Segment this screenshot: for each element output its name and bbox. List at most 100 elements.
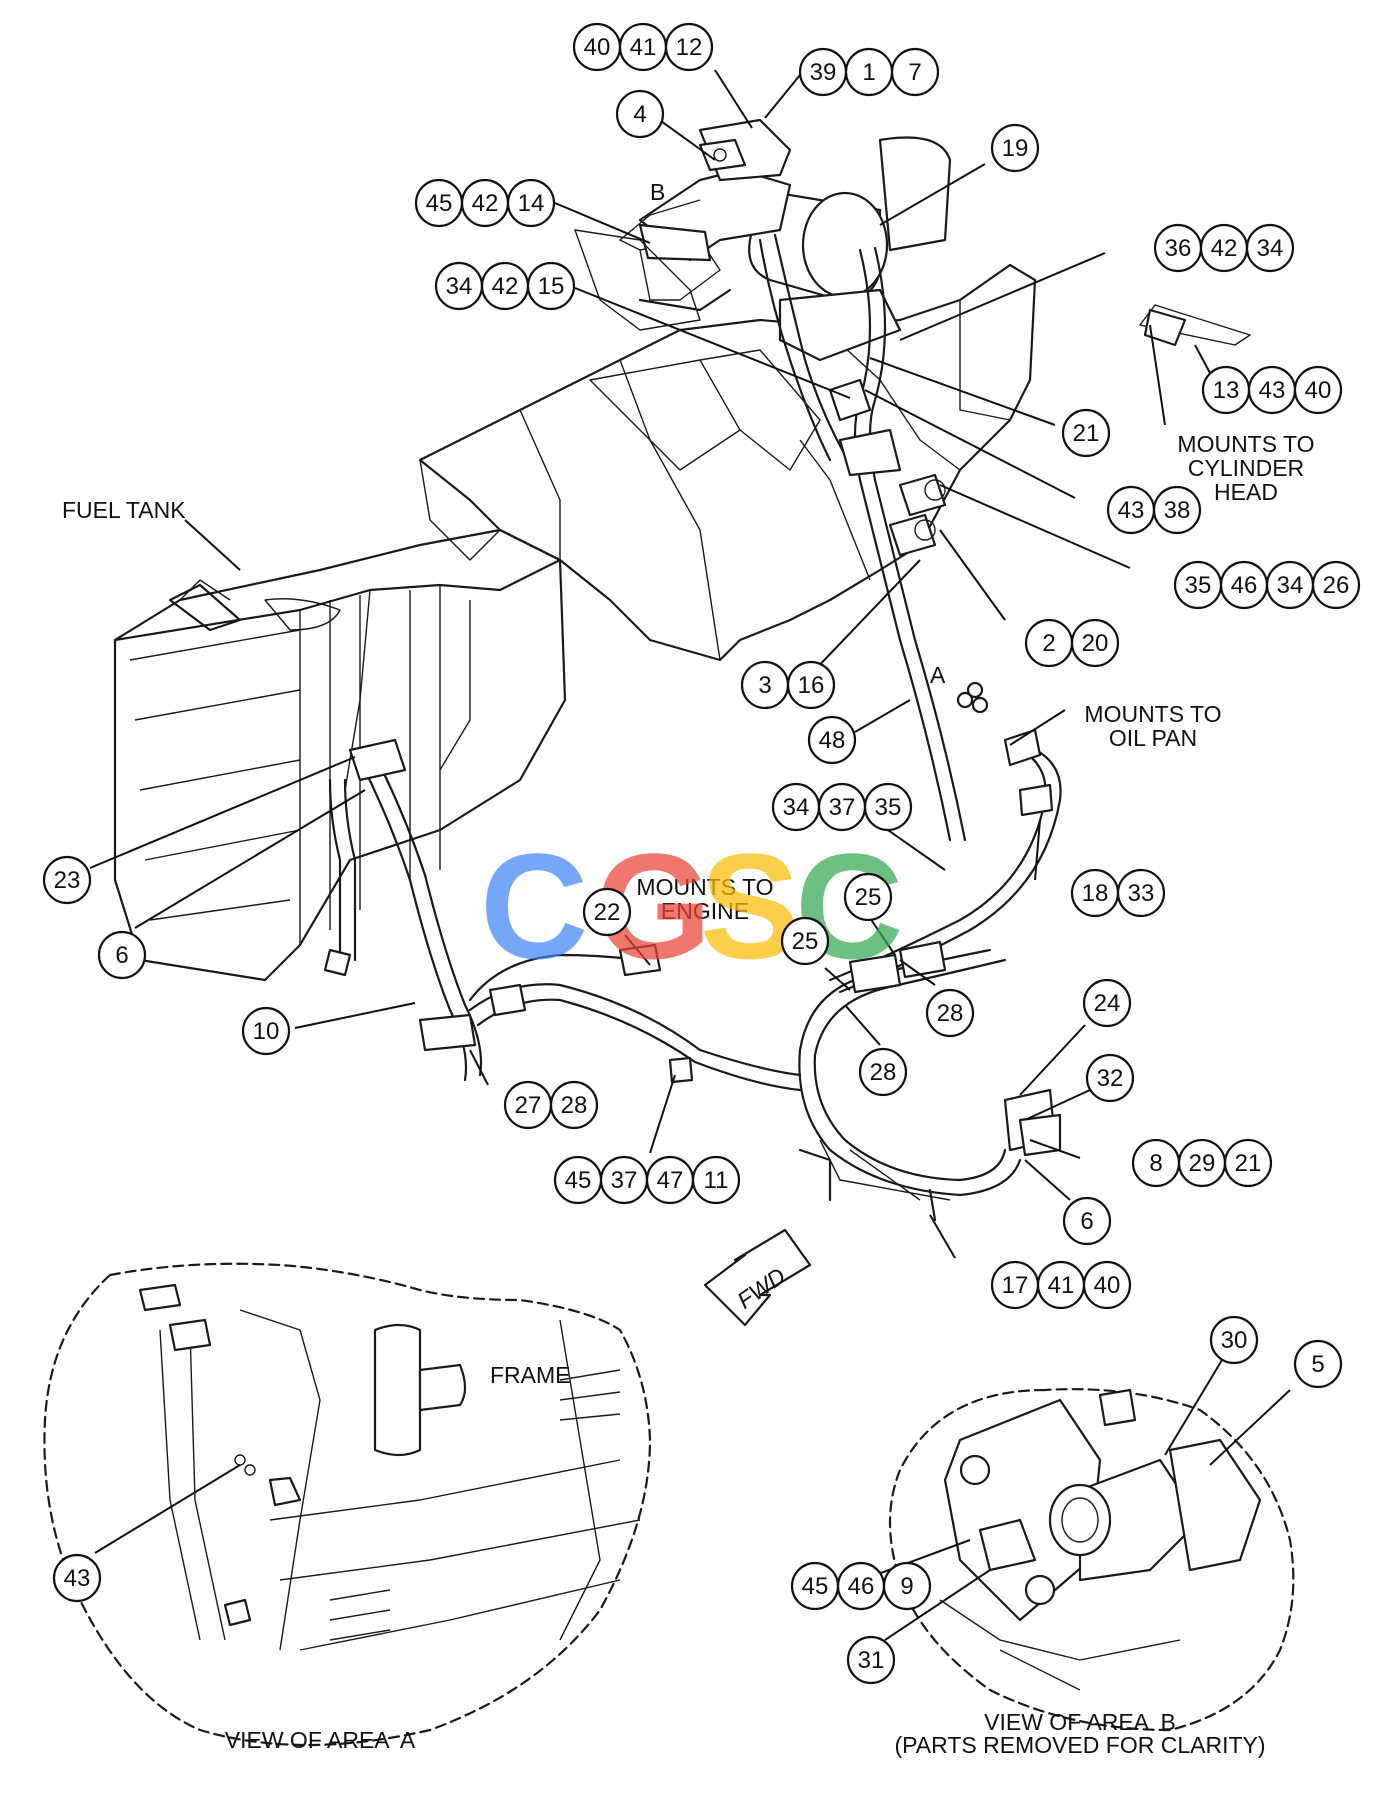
hoses-drawing [323, 233, 1062, 1222]
callout-group-19[interactable]: 19 [990, 123, 1040, 173]
callout-circle[interactable] [97, 930, 147, 980]
callout-group-22[interactable]: 22 [582, 887, 632, 937]
callout-group-32[interactable]: 32 [1085, 1053, 1135, 1103]
view-area-b-caption-line1: VIEW OF AREA B [984, 1709, 1176, 1735]
callout-circle[interactable] [664, 22, 714, 72]
callout-circle[interactable] [615, 89, 665, 139]
callout-circle[interactable] [42, 855, 92, 905]
callout-circle[interactable] [1116, 868, 1166, 918]
callout-circle[interactable] [1062, 1196, 1112, 1246]
callout-group-48[interactable]: 48 [807, 715, 857, 765]
callout-group-28-right[interactable]: 28 [925, 988, 975, 1038]
callout-group-24[interactable]: 24 [1082, 978, 1132, 1028]
callout-circle[interactable] [990, 123, 1040, 173]
callout-circle[interactable] [1061, 408, 1111, 458]
callout-circle[interactable] [863, 782, 913, 832]
callout-number: 32 [1097, 1065, 1124, 1092]
callout-group-30[interactable]: 30 [1209, 1315, 1259, 1365]
callout-circle[interactable] [925, 988, 975, 1038]
callout-group-21-top[interactable]: 21 [1061, 408, 1111, 458]
area-a-inset-drawing [43, 1262, 652, 1747]
callout-circle[interactable] [807, 715, 857, 765]
callout-circle[interactable] [1311, 560, 1361, 610]
callout-group-23[interactable]: 23 [42, 855, 92, 905]
callout-circle[interactable] [52, 1553, 102, 1603]
callout-number: 34 [1257, 235, 1284, 262]
leader-23 [89, 756, 356, 869]
callout-circle[interactable] [1293, 1339, 1343, 1389]
callout-group-31[interactable]: 31 [846, 1635, 896, 1685]
callout-number: 19 [1002, 135, 1029, 162]
callout-circle[interactable] [1223, 1138, 1273, 1188]
callout-group-6-left[interactable]: 6 [97, 930, 147, 980]
callout-number: 46 [848, 1573, 875, 1600]
leader-45-37-47-11 [649, 1074, 676, 1154]
callout-circle[interactable] [1082, 1260, 1132, 1310]
callout-group-6-right[interactable]: 6 [1062, 1196, 1112, 1246]
fuel-filter-drawing [574, 118, 952, 362]
leader-mounts-oil-pan [1009, 709, 1066, 746]
callout-number: 15 [538, 273, 565, 300]
callout-circle[interactable] [1245, 223, 1295, 273]
view-area-b-caption-line2: (PARTS REMOVED FOR CLARITY) [894, 1732, 1265, 1758]
callout-circle[interactable] [1082, 978, 1132, 1028]
leader-fuel-tank [184, 519, 241, 571]
callout-number: 25 [792, 928, 819, 955]
callout-circle[interactable] [526, 261, 576, 311]
callout-number: 48 [819, 727, 846, 754]
callout-circle[interactable] [1070, 618, 1120, 668]
callout-circle[interactable] [882, 1561, 932, 1611]
callout-number: 28 [870, 1059, 897, 1086]
callout-group-10[interactable]: 10 [241, 1006, 291, 1056]
leader-34-37-35 [884, 827, 946, 871]
callout-circle[interactable] [890, 47, 940, 97]
callout-circle[interactable] [1085, 1053, 1135, 1103]
callout-group-4[interactable]: 4 [615, 89, 665, 139]
callout-circle[interactable] [549, 1080, 599, 1130]
callout-group-5[interactable]: 5 [1293, 1339, 1343, 1389]
callout-group-28-lower[interactable]: 28 [858, 1047, 908, 1097]
engine-body-drawing [418, 263, 1037, 662]
callout-circle[interactable] [1152, 485, 1202, 535]
callout-number: 37 [829, 794, 856, 821]
watermark-logo: C G S C [480, 822, 903, 990]
callout-circle[interactable] [846, 1635, 896, 1685]
callout-circle[interactable] [241, 1006, 291, 1056]
mounts-oil-pan-line1: MOUNTS TO [1084, 701, 1221, 727]
callout-circle[interactable] [582, 887, 632, 937]
callout-group-43-area-a[interactable]: 43 [52, 1553, 102, 1603]
callout-group-25-upper[interactable]: 25 [843, 872, 893, 922]
line-art [43, 118, 1295, 1747]
callout-number: 10 [253, 1018, 280, 1045]
callout-circle[interactable] [780, 916, 830, 966]
callout-circle[interactable] [786, 660, 836, 710]
callout-circle[interactable] [506, 178, 556, 228]
callout-circle[interactable] [1293, 365, 1343, 415]
callout-circle[interactable] [858, 1047, 908, 1097]
callout-number: 28 [937, 1000, 964, 1027]
callout-group-25-lower[interactable]: 25 [780, 916, 830, 966]
callout-number: 29 [1189, 1150, 1216, 1177]
callout-number: 24 [1094, 990, 1121, 1017]
callout-circle[interactable] [1209, 1315, 1259, 1365]
callout-circle[interactable] [691, 1155, 741, 1205]
callout-circle[interactable] [843, 872, 893, 922]
